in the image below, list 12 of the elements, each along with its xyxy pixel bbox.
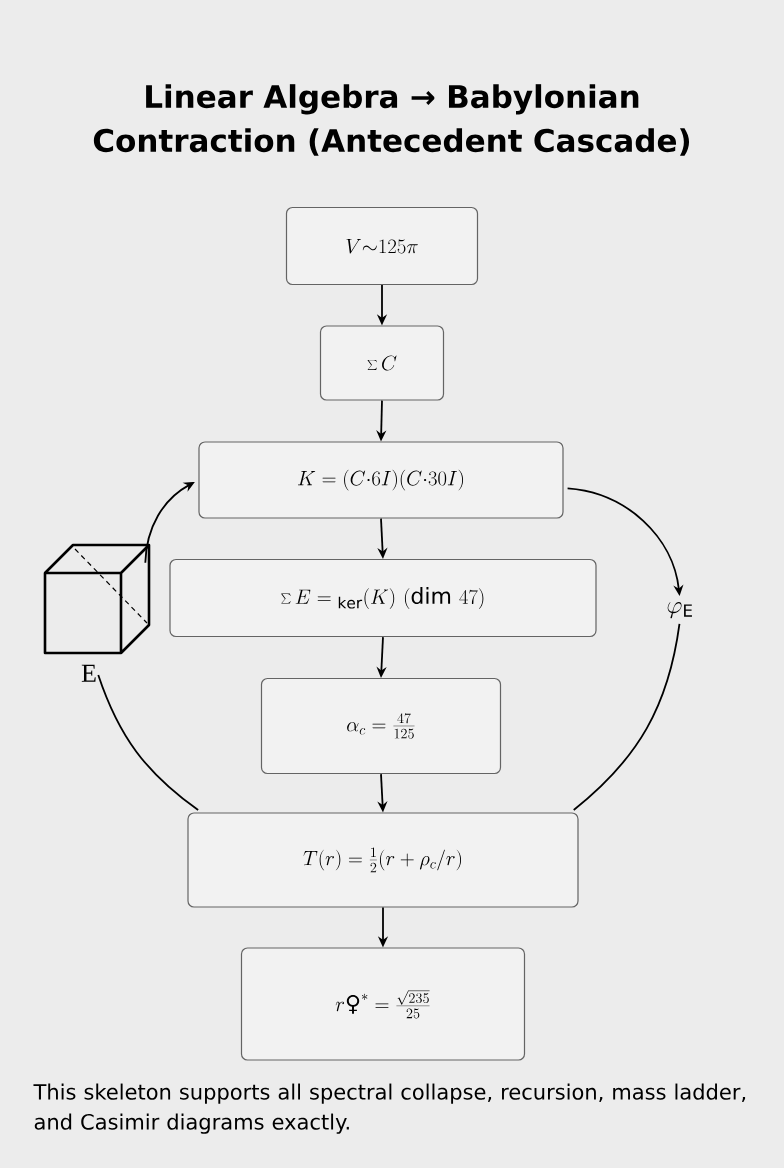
formula-box: $\sum C$ <box>319 325 445 401</box>
formula-label: $\varphi_{\mathrm{E}}$ <box>667 602 692 619</box>
cube-drawing <box>43 543 151 655</box>
formula-box: $\sum E = {}_{\mathrm{ker}}(K)\ (\mathrm{dim}\ 47)$ <box>169 558 597 638</box>
formula-box: $V{\sim}125\pi$ <box>285 206 479 286</box>
title: Linear Algebra → Babylonian Contraction (Antecedent Cascade) <box>93 84 690 156</box>
formula-box: $\alpha_c = \frac{47}{125}$ <box>260 677 502 775</box>
formula-box: $r\mbox{♀}^{*} = \frac{\sqrt{235}}{25}$ <box>240 947 526 1061</box>
formula-box: $K = (C{\cdot}6I)(C{\cdot}30I)$ <box>198 441 564 519</box>
cube-label: E <box>81 664 96 682</box>
formula-box: $T(r) = \frac{1}{2}(r + \rho_c/r)$ <box>187 812 579 908</box>
caption: This skeleton supports all spectral collapse, recursion, mass ladder, and Casimir diagrams exactly. <box>33 1083 746 1134</box>
